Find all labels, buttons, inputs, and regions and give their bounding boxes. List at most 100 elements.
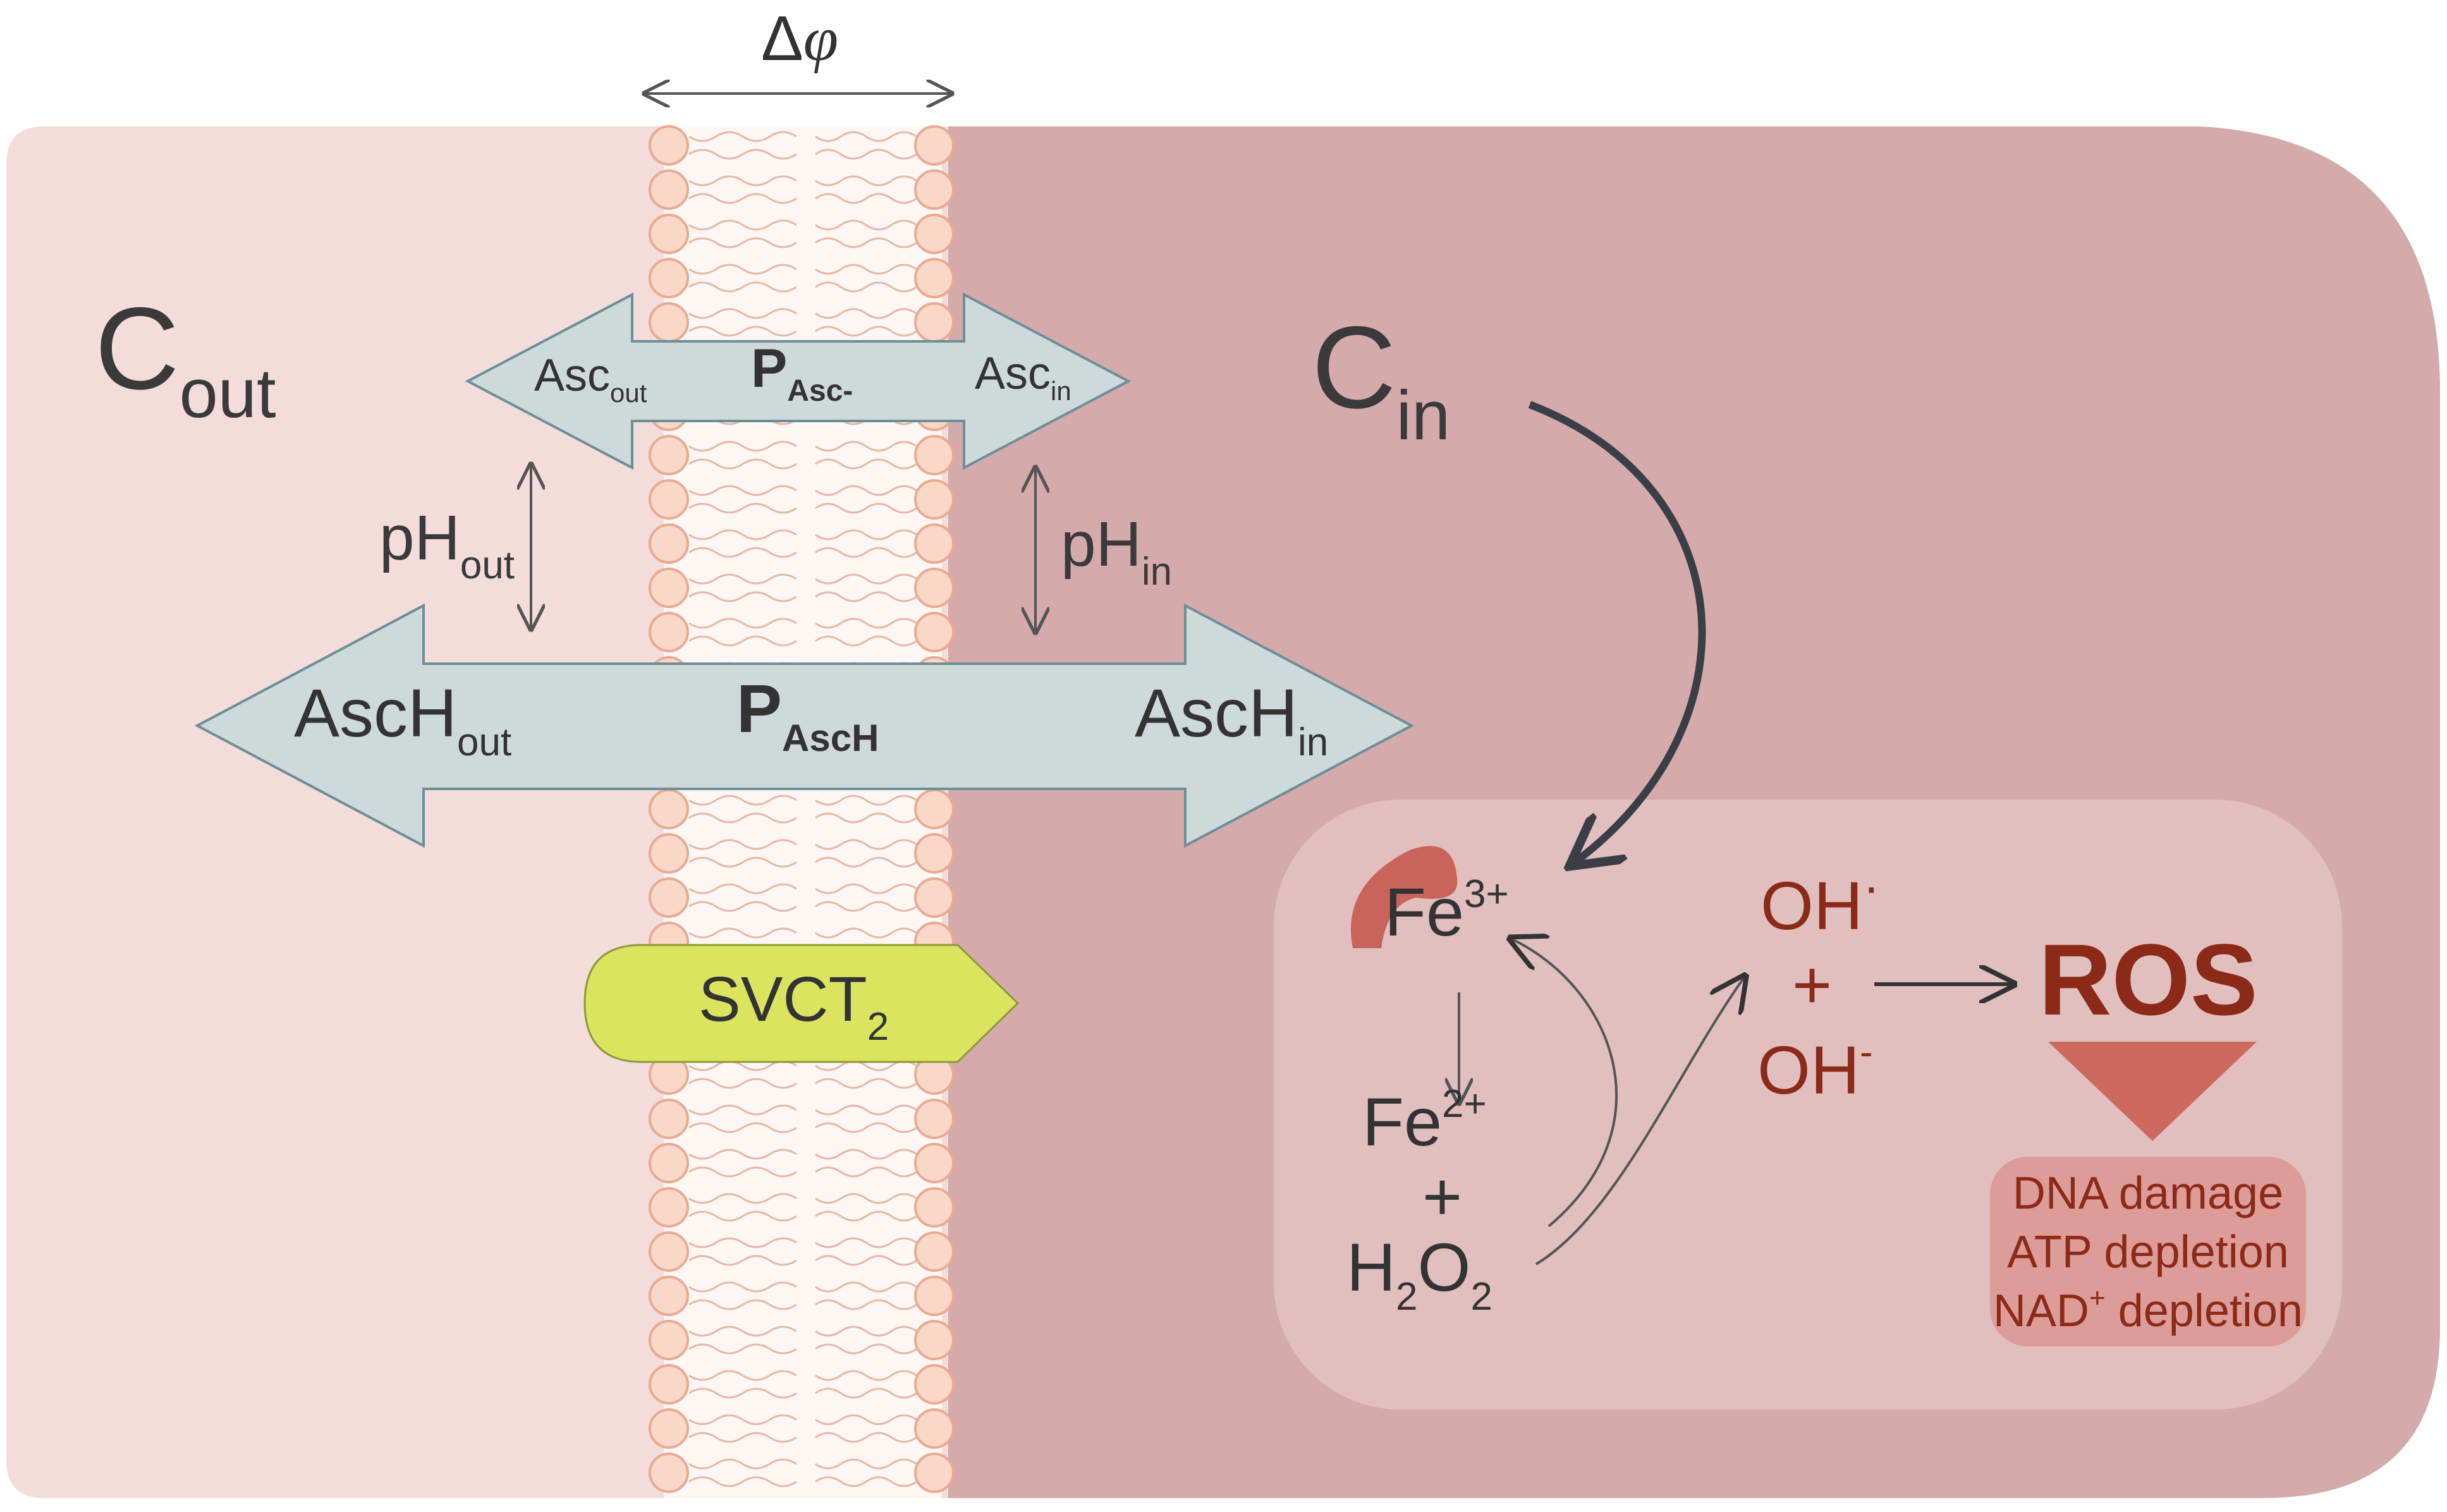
c-out-label: Cout [95,284,276,432]
outer-lipid-head [649,214,689,254]
outer-lipid-head [649,833,689,874]
asc-in-label: Ascin [975,348,1071,406]
lipid-tail [815,1458,917,1470]
outer-lipid-head [649,479,689,520]
oh-radical-main: OH [1760,867,1863,944]
lipid-tail [815,1414,917,1425]
lipid-tail [688,635,797,647]
inner-lipid-head [914,1099,955,1139]
asc-in-sub: in [1051,376,1071,406]
lipid-tail [815,237,917,248]
effect-atp-depletion: ATP depletion [2007,1227,2289,1277]
ph-in-sub: in [1142,550,1172,594]
lipid-tail [815,1166,917,1178]
fe2-sup: 2+ [1442,1082,1487,1126]
lipid-tail [815,1370,917,1381]
inner-lipid-head [914,1276,955,1316]
lipid-tail [815,503,917,514]
lipid-tail [688,237,797,248]
svct2-transporter [583,944,1020,1063]
asch-in-main: AscH [1135,674,1298,751]
outer-lipid-head [649,1187,689,1228]
lipid-tail [815,441,917,452]
lipid-tail [688,1193,797,1204]
nad-main: NAD [1993,1286,2089,1336]
outer-lipid-head [649,1408,689,1449]
lipid-tail [688,857,797,868]
lipid-tail [815,1237,917,1248]
inner-lipid-head [914,1231,955,1272]
lipid-tail [688,1078,797,1089]
lipid-tail [688,131,797,142]
lipid-tail [815,1193,917,1204]
lipid-tail [688,485,797,496]
lipid-tail [688,1210,797,1222]
asc-permeability-arrow [465,292,1132,470]
asch-out-sub: out [457,721,511,764]
outer-lipid-head [649,789,689,829]
lipid-tail [688,281,797,293]
lipid-tail [815,175,917,186]
ph-out-main: pH [379,503,460,573]
lipid-tail [815,1255,917,1266]
c-out-sub: out [180,355,276,432]
lipid-tail [815,326,917,337]
lipid-tail [815,795,917,806]
inner-lipid-head [914,302,955,343]
ros-effects-box [1990,1157,2306,1346]
lipid-tail [815,901,917,912]
fe3-sup: 3+ [1464,872,1509,916]
outer-lipid-head [649,1099,689,1139]
c-in-main: C [1312,303,1396,433]
inner-lipid-head [914,1320,955,1360]
lipid-tail [815,618,917,629]
lipid-tail [688,1281,797,1293]
lipid-tail [815,264,917,275]
lipid-tail [815,883,917,894]
outer-lipid-head [649,612,689,652]
h2o2-sub2: 2 [1471,1275,1492,1319]
lipid-tail [688,326,797,337]
h2o2-sub1: 2 [1396,1275,1417,1319]
ros-label: ROS [2039,923,2258,1036]
lipid-tail [688,1122,797,1133]
lipid-tail [815,1122,917,1133]
effect-dna-damage: DNA damage [2013,1168,2283,1219]
inner-lipid-head [914,568,955,608]
lipid-tail [815,529,917,540]
regeneration-arrow [1511,939,1618,1228]
lipid-tail [815,839,917,850]
asch-permeability-arrow [194,603,1415,848]
outer-lipid-head [649,1453,689,1493]
asc-out-main: Asc [534,350,610,401]
lipid-tail [815,1281,917,1293]
asch-out-label: AscHout [294,674,511,764]
lipid-tail [688,1476,797,1487]
lipid-tail [688,618,797,629]
lipid-tail [815,193,917,204]
lipid-tail [688,1414,797,1425]
lipid-tail [815,149,917,160]
lipid-tail [815,1299,917,1310]
inner-lipid-head [914,125,955,166]
lipid-tail [815,1149,917,1160]
lipid-tail [688,1370,797,1381]
inner-lipid-head [914,1364,955,1405]
outer-lipid-head [649,258,689,298]
asch-out-main: AscH [294,674,457,751]
oh-ion-main: OH [1757,1032,1860,1108]
lipid-tail [688,591,797,602]
lipid-tail [688,1104,797,1116]
ph-out-label: pHout [379,503,515,587]
fe2-main: Fe [1362,1083,1442,1160]
asc-out-label: Ascout [534,350,647,408]
phi-symbol: φ [803,4,838,74]
fe3-label: Fe3+ [1384,872,1509,950]
lipid-tail [688,1299,797,1310]
lipid-tail [688,458,797,470]
lipid-tail [688,1458,797,1470]
outer-lipid-head [649,169,689,210]
lipid-tail [815,458,917,470]
nad-rest: depletion [2106,1286,2303,1336]
